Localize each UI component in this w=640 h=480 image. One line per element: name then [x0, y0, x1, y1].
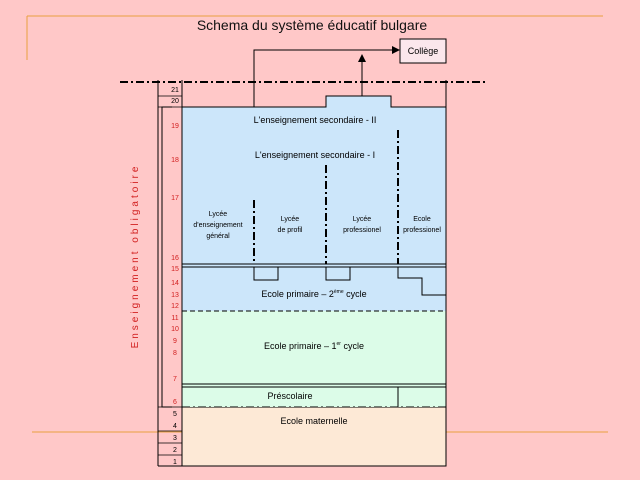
age-13: 13: [171, 292, 179, 299]
lycee-pro-l1: Lycée: [353, 216, 372, 223]
age-15: 15: [171, 266, 179, 273]
lycee-profil-l1: Lycée: [281, 216, 300, 223]
secondary-1-label: L'enseignement secondaire - I: [255, 150, 375, 160]
compulsory-bracket: [161, 106, 172, 408]
age-12: 12: [171, 303, 179, 310]
age-17: 17: [171, 195, 179, 202]
age-21: 21: [171, 87, 179, 94]
primary-2-suffix: cycle: [344, 289, 367, 299]
vertical-label: Enseignement obligatoire: [130, 164, 141, 349]
lycee-general-l3: général: [206, 233, 230, 240]
primary-1-text: Ecole primaire – 1: [264, 341, 337, 351]
primary-2-label: Ecole primaire – 2ème cycle: [261, 289, 366, 299]
age-2: 2: [173, 447, 177, 454]
lycee-general-l1: Lycée: [209, 211, 228, 218]
age-9: 9: [173, 338, 177, 345]
age-7: 7: [173, 376, 177, 383]
band-maternelle: [181, 406, 447, 467]
primary-2-text: Ecole primaire – 2: [261, 289, 334, 299]
arrowhead-up: [358, 54, 366, 62]
age-16: 16: [171, 255, 179, 262]
diagram-title: Schema du système éducatif bulgare: [197, 17, 428, 33]
step-profil: [253, 267, 279, 281]
age-numbers: 21 20 19 18 17 16 15 14 13 12 11 10 9 8 …: [171, 87, 179, 466]
prescolaire-label: Préscolaire: [267, 391, 312, 401]
arrowhead-right: [392, 46, 400, 54]
primary-1-suffix: cycle: [341, 341, 364, 351]
step-pro: [325, 267, 351, 281]
age-10: 10: [171, 326, 179, 333]
age-19: 19: [171, 123, 179, 130]
secondary-2-label: L'enseignement secondaire - II: [254, 115, 377, 125]
band-primary-1: [182, 311, 446, 384]
step-ecole-pro: [397, 267, 446, 296]
arrow-to-college: [253, 49, 394, 107]
age-14: 14: [171, 280, 179, 287]
age-8: 8: [173, 350, 177, 357]
lycee-general-l2: d'enseignement: [193, 222, 242, 229]
age-3: 3: [173, 435, 177, 442]
age-4: 4: [173, 423, 177, 430]
maternelle-label: Ecole maternelle: [280, 416, 347, 426]
age-5: 5: [173, 411, 177, 418]
college-box: [399, 38, 447, 64]
age-6: 6: [173, 399, 177, 406]
age-11: 11: [171, 315, 178, 322]
ecole-pro-l1: Ecole: [413, 216, 431, 223]
age-1: 1: [173, 459, 177, 466]
band-primary-2: [182, 264, 446, 311]
college-label: Collège: [408, 46, 439, 56]
lycee-pro-l2: professionel: [343, 227, 381, 234]
primary-2-sup: ème: [334, 289, 344, 295]
age-18: 18: [171, 157, 179, 164]
primary-1-sup: er: [337, 341, 342, 347]
primary-1-label: Ecole primaire – 1er cycle: [264, 341, 364, 351]
ecole-pro-l2: professionel: [403, 227, 441, 234]
band-prescolaire: [182, 384, 446, 407]
lycee-profil-l2: de profil: [278, 227, 303, 234]
age-20: 20: [171, 98, 179, 105]
